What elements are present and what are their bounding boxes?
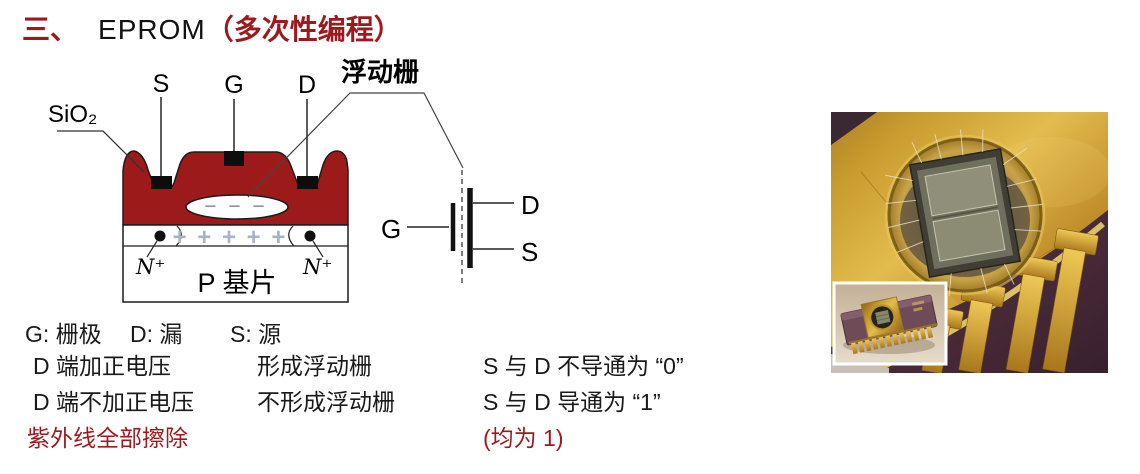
note-cell: S 与 D 导通为 “1”: [483, 389, 661, 415]
floating-gate-ellipse: [185, 194, 289, 220]
chip-die: [885, 129, 1043, 297]
inset-photo: [832, 281, 948, 366]
erase-window: [884, 129, 1046, 297]
eprom-chip-photo: [831, 112, 1108, 373]
n-plus-right-arc: [288, 225, 295, 247]
title-subtitle: （多次性编程）: [205, 14, 402, 45]
note-cell: 不形成浮动栅: [257, 389, 395, 415]
n-plus-left-leader: [146, 240, 158, 258]
n-plus-left-label: N⁺: [135, 255, 165, 279]
source-contact: [151, 176, 172, 189]
note-cell: S 与 D 不导通为 “0”: [483, 353, 684, 379]
sio2-leader-line: [57, 130, 145, 173]
n-plus-right-label: N⁺: [302, 255, 332, 279]
n-plus-left-dot: [154, 230, 166, 242]
symbol-source-label: S: [521, 237, 538, 267]
sio2-insulator-region: [122, 150, 349, 226]
channel-charges: + + + + +: [173, 224, 288, 251]
sio2-label: SiO₂: [48, 101, 97, 128]
floating-gate-leader-line: [247, 92, 464, 198]
note-cell: D 端不加正电压: [33, 389, 194, 415]
device-structure-diagram: − − − + + + + + SiO₂ S G D 浮动栅 N⁺ N⁺ P 基…: [48, 57, 540, 303]
symbol-drain-label: D: [521, 190, 540, 220]
note-cell-all-ones: (均为 1): [483, 425, 564, 451]
legend-gate: G: 栅极: [25, 321, 102, 347]
n-plus-right-leader: [312, 240, 324, 258]
drain-terminal-label: D: [298, 71, 316, 99]
note-cell: D 端加正电压: [33, 353, 171, 379]
circuit-symbol: G D S: [381, 170, 540, 284]
gate-contact: [224, 151, 244, 166]
substrate-label: P 基片: [197, 268, 276, 298]
title-section-number: 三、: [22, 14, 79, 45]
legend-source: S: 源: [230, 321, 282, 347]
n-plus-left-arc: [175, 225, 182, 247]
page-title: 三、 EPROM（多次性编程）: [22, 8, 402, 48]
source-terminal-label: S: [153, 70, 170, 98]
gate-terminal-label: G: [224, 71, 243, 99]
floating-gate-label: 浮动栅: [341, 57, 419, 87]
symbol-gate-label: G: [381, 214, 401, 244]
note-cell-uv-erase: 紫外线全部擦除: [27, 425, 188, 451]
n-plus-right-dot: [304, 230, 316, 242]
note-cell: 形成浮动栅: [257, 353, 372, 379]
legend-drain: D: 漏: [130, 321, 183, 347]
title-text: EPROM: [98, 14, 206, 45]
floating-gate-charges: − − −: [204, 195, 267, 218]
drain-contact: [297, 176, 318, 189]
